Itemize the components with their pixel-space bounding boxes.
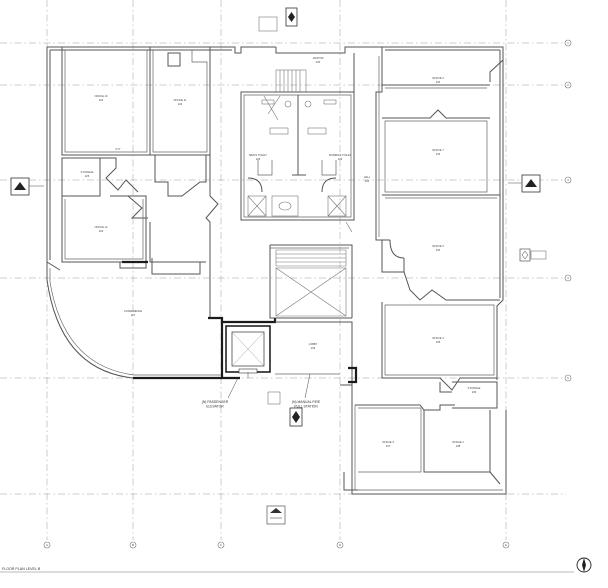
elevator-core [208, 316, 277, 380]
room-label-mens-toilet: MEN'S TOILET [249, 153, 267, 157]
grid-bubble-label: C [220, 543, 223, 547]
room-number: 236 [472, 390, 477, 394]
room-label-storage: STORAGE [81, 170, 94, 174]
section-marker-bottom [266, 505, 286, 525]
grid-bubbles-right: 1 2 3 4 5 [564, 39, 572, 382]
callouts: (N) PASSENGER ELEVATOR (N) MANUAL FIRE P… [202, 400, 321, 409]
section-marker-mid [267, 391, 303, 427]
room-label-office-12: OFFICE 12 [94, 225, 108, 229]
room-number: 239 [311, 346, 316, 350]
north-arrow-icon [576, 557, 592, 573]
room-label-office-10: OFFICE 10 [94, 94, 108, 98]
room-number: 226 [99, 229, 104, 233]
sheet-title: FLOOR PLAN LEVEL B [0, 567, 574, 573]
grid-bubble-label: 4 [567, 276, 569, 280]
sheet-title-text: FLOOR PLAN LEVEL B [2, 567, 41, 571]
grid-lines [0, 0, 566, 540]
grid-bubble-label: E [505, 543, 507, 547]
room-label-janitor: JANITOR [312, 56, 323, 60]
room-label-office-3: OFFICE 3 [382, 440, 394, 444]
room-number: 227 [131, 313, 136, 317]
fire-callout-line1: (N) MANUAL FIRE [292, 400, 321, 404]
room-number: 233 [436, 152, 441, 156]
room-label-office-6: OFFICE 6 [432, 76, 444, 80]
room-label-office-5: OFFICE 5 [432, 244, 444, 248]
room-number: 225 [85, 174, 90, 178]
grid-bubble-label: 5 [567, 376, 569, 380]
elevator-callout-line2: ELEVATOR [206, 405, 224, 409]
fire-callout-line2: PULL STATION [294, 405, 318, 409]
grid-bubble-label: B [132, 543, 134, 547]
grid-bubble-label: 1 [567, 41, 569, 45]
room-number: 232 [436, 80, 441, 84]
room-number: 224 [178, 102, 183, 106]
grid-bubble-label: 3 [567, 178, 569, 182]
conference-walls [46, 260, 222, 380]
room-number: 238 [456, 444, 461, 448]
stair-lobby [269, 244, 358, 386]
grid-bubbles-bottom: A B C D E [43, 541, 510, 549]
left-room-walls [61, 47, 219, 318]
corridor-dimension: 5'-0" [115, 147, 120, 151]
room-label-storage-right: STORAGE [468, 386, 481, 390]
grid-bubble-label: A [46, 543, 48, 547]
room-label-conference: CONFERENCE [124, 309, 142, 313]
toilet-rooms [240, 69, 355, 221]
room-label-office-4: OFFICE 4 [432, 336, 444, 340]
room-number: 228 [256, 157, 261, 161]
room-label-office-2: OFFICE 2 [452, 440, 464, 444]
right-room-walls [343, 53, 507, 495]
room-number: 230 [316, 60, 321, 64]
room-labels: OFFICE 10 223 OFFICE 11 224 STORAGE 225 … [81, 56, 481, 448]
section-marker-left [10, 177, 44, 196]
room-label-office-7: OFFICE 7 [432, 148, 444, 152]
room-label-office-11: OFFICE 11 [174, 98, 187, 102]
section-marker-top [258, 7, 298, 32]
room-number: 231 [365, 179, 370, 183]
section-marker-right-2 [519, 248, 547, 262]
room-number: 234 [436, 248, 441, 252]
leader-lines [227, 221, 353, 399]
room-label-hall: HALL [364, 175, 371, 179]
room-label-lobby: LOBBY [309, 342, 318, 346]
room-number: 235 [436, 340, 441, 344]
room-number: 223 [99, 98, 104, 102]
room-label-womens-toilet: WOMEN'S TOILET [329, 153, 352, 157]
room-number: 237 [386, 444, 391, 448]
grid-bubble-label: 2 [567, 83, 569, 87]
section-marker-right [508, 174, 541, 193]
room-number: 229 [338, 157, 343, 161]
exterior-walls [46, 46, 504, 380]
elevator-callout-line1: (N) PASSENGER [202, 400, 229, 404]
grid-bubble-label: D [339, 543, 342, 547]
